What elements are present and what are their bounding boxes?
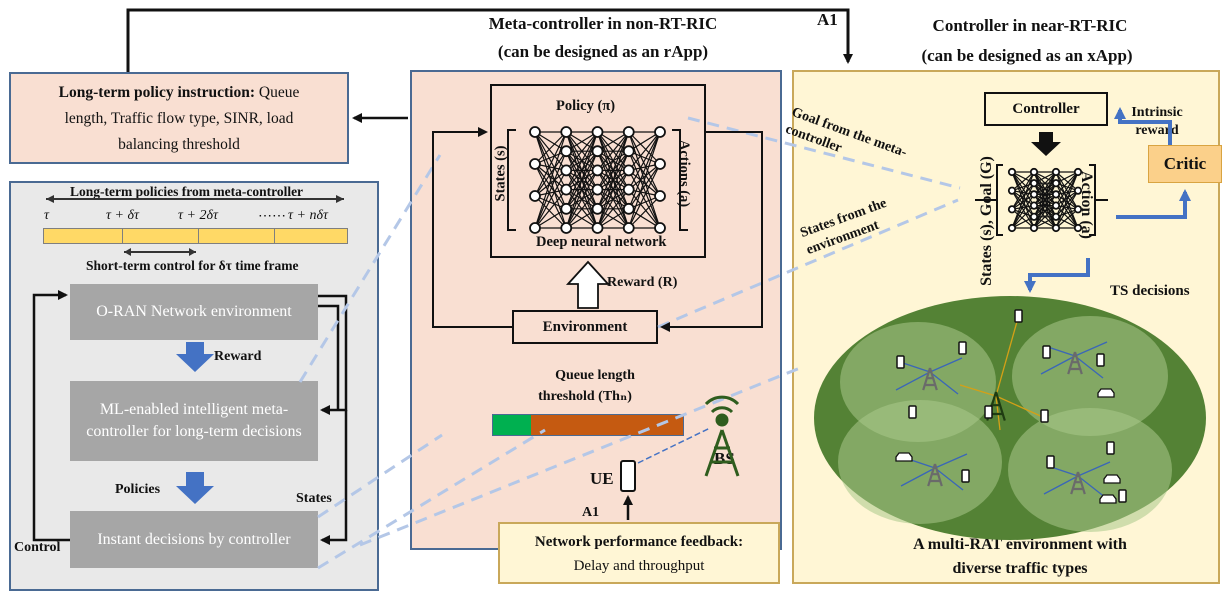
actions-a-label: Actions (a)	[676, 139, 693, 208]
meta-title-line1: Meta-controller in non-RT-RIC	[488, 14, 718, 33]
tick-tau-plus-dt: τ + δτ	[106, 208, 139, 223]
policy-instruction-text2: length, Traffic flow type, SINR, load	[64, 110, 294, 127]
controller-box: Controller	[984, 92, 1108, 126]
ue-label: UE	[590, 469, 614, 488]
meta-title-line2: (can be designed as an rApp)	[497, 42, 709, 61]
policy-instruction-text1: Queue	[255, 84, 300, 101]
critic-box: Critic	[1148, 145, 1222, 183]
multi-rat-caption-2: diverse traffic types	[952, 560, 1088, 577]
step-oran-environment: O-RAN Network environment	[70, 284, 318, 340]
queue-bar	[492, 414, 684, 436]
reward-label-left: Reward	[214, 349, 262, 364]
policy-instruction-label: Long-term policy instruction:	[58, 84, 255, 101]
states-s-label: States (s)	[492, 145, 509, 202]
reward-r-label: Reward (R)	[607, 275, 678, 290]
intrinsic-reward-label: Intrinsic reward	[1131, 105, 1183, 138]
a1-top-label: A1	[817, 10, 838, 29]
policy-label: Policy (π)	[556, 98, 616, 114]
action-a-label: Action (a)	[1077, 171, 1095, 239]
near-title-line2: (can be designed as an xApp)	[921, 46, 1133, 65]
states-goal-label: States (s), Goal (G)	[977, 156, 995, 286]
tick-ellipsis: ⋯⋯	[258, 209, 286, 224]
policy-instruction-box: Long-term policy instruction: Queue leng…	[9, 72, 349, 164]
tick-tau-plus-2dt: τ + 2δτ	[178, 208, 218, 223]
near-title-line1: Controller in near-RT-RIC	[932, 16, 1128, 35]
queue-label-2: threshold (Thₙ)	[538, 389, 632, 404]
step-instant-decisions: Instant decisions by controller	[70, 511, 318, 568]
control-label: Control	[14, 540, 61, 555]
timeline-bar	[43, 228, 348, 244]
tick-tau-plus-ndt: τ + nδτ	[288, 208, 328, 223]
environment-box: Environment	[512, 310, 658, 344]
feedback-box: Network performance feedback: Delay and …	[498, 522, 780, 584]
states-label-left: States	[296, 491, 332, 506]
policies-label: Policies	[115, 482, 161, 497]
policy-instruction-text3: balancing threshold	[118, 136, 240, 153]
ts-decisions-label: TS decisions	[1110, 283, 1190, 299]
queue-label-1: Queue length	[555, 368, 635, 383]
feedback-title: Network performance feedback:	[534, 534, 744, 550]
short-term-label: Short-term control for δτ time frame	[86, 258, 299, 273]
step-meta-controller: ML-enabled intelligent meta-controller f…	[70, 381, 318, 461]
bs-label: BS	[714, 449, 735, 468]
a1-bottom-label: A1	[582, 505, 600, 520]
tick-tau: τ	[44, 208, 50, 223]
feedback-text: Delay and throughput	[573, 558, 705, 574]
multi-rat-caption-1: A multi-RAT environment with	[913, 536, 1127, 553]
dnn-label: Deep neural network	[536, 234, 667, 250]
timeline-title: Long-term policies from meta-controller	[70, 184, 304, 199]
